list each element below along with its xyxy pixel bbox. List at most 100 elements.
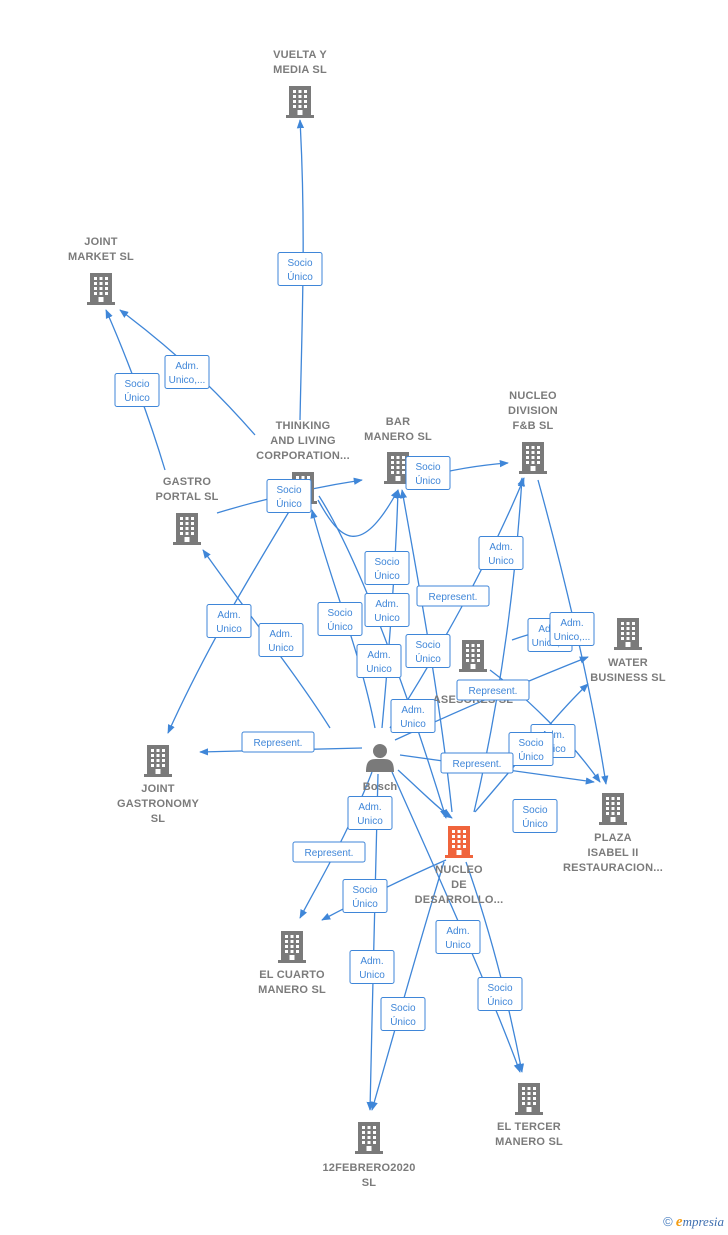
node-label: RESTAURACION... (563, 862, 663, 874)
building-icon (459, 640, 487, 672)
relation-text: Único (287, 270, 313, 283)
relation-label-r22[interactable]: Represent. (440, 752, 514, 774)
relation-text: Único (522, 817, 548, 830)
node-label: NUCLEO (509, 390, 557, 402)
relation-box (512, 799, 558, 833)
relation-box (477, 977, 523, 1011)
relation-box (390, 699, 436, 733)
relation-label-r27[interactable]: Adm.Unico (435, 920, 481, 954)
node-label: Bosch (363, 781, 398, 793)
node-label: GASTRONOMY (117, 798, 200, 810)
node-label: SL (151, 813, 166, 825)
node-label: JOINT (84, 236, 117, 248)
node-label: EL CUARTO (259, 969, 325, 981)
relation-text: Unico (216, 624, 242, 635)
relation-label-r25[interactable]: Represent. (292, 841, 366, 863)
footer-brand[interactable]: © empresia (663, 1214, 724, 1231)
relation-box (478, 536, 524, 570)
node-label: GASTRO (163, 476, 211, 488)
relation-box (114, 373, 160, 407)
relation-label-r10[interactable]: Adm.Unico (364, 593, 410, 627)
node-label: MANERO SL (364, 431, 432, 443)
node-label: VUELTA Y (273, 49, 327, 61)
relation-text: Adm. (560, 618, 583, 629)
relation-text: Unico (374, 613, 400, 624)
node-joint_market[interactable]: JOINT MARKET SL (68, 236, 134, 305)
relation-text: Unico (268, 643, 294, 654)
relation-label-r14[interactable]: Adm.Unico (356, 644, 402, 678)
relation-box (405, 634, 451, 668)
node-label: 12FEBRERO2020 (322, 1162, 415, 1174)
building-icon (173, 513, 201, 545)
edge-thinking-to-nucleo_des (318, 495, 448, 819)
edge-bosch-to-nucleo_des (397, 769, 453, 819)
node-nucleo_des[interactable]: NUCLEODEDESARROLLO... (415, 826, 504, 906)
relation-label-r6[interactable]: Adm.Unico (478, 536, 524, 570)
relation-label-r28[interactable]: Adm.Unico (349, 950, 395, 984)
relation-text: Adm. (489, 542, 512, 553)
relation-box (435, 920, 481, 954)
relation-label-r17[interactable]: Represent. (456, 679, 530, 701)
relation-box (241, 731, 315, 753)
relation-text: Socio (276, 485, 301, 496)
relation-box (277, 252, 323, 286)
relation-text: Represent. (254, 738, 303, 749)
building-icon (355, 1122, 383, 1154)
node-label: PORTAL SL (155, 491, 218, 503)
relation-label-r18[interactable]: Adm.Unico (390, 699, 436, 733)
node-bosch[interactable]: Bosch (363, 744, 398, 793)
relation-text: Único (327, 620, 353, 633)
relation-text: Unico (366, 664, 392, 675)
relation-text: Socio (518, 738, 543, 749)
relation-label-r12[interactable]: Adm.Unico (258, 623, 304, 657)
relation-label-r19[interactable]: Represent. (241, 731, 315, 753)
relation-text: Adm. (217, 610, 240, 621)
copyright-symbol: © (663, 1214, 673, 1229)
node-label: MARKET SL (68, 251, 134, 263)
relation-text: Socio (327, 608, 352, 619)
relation-label-r2[interactable]: Adm.Unico,... (164, 355, 210, 389)
node-label: ISABEL II (587, 847, 638, 859)
relation-text: Único (352, 897, 378, 910)
relation-text: Socio (415, 640, 440, 651)
relation-label-r15[interactable]: Adm.Unico,... (549, 612, 595, 646)
node-label: NUCLEO (435, 864, 483, 876)
person-icon (366, 744, 394, 772)
relation-text: Represent. (469, 686, 518, 697)
node-label: F&B SL (513, 420, 554, 432)
relation-label-r24[interactable]: Adm.Unico (347, 796, 393, 830)
relation-text: Unico,... (169, 375, 206, 386)
building-icon (278, 931, 306, 963)
edge-nucleo_des-to-tercer (465, 861, 525, 1073)
relation-box (356, 644, 402, 678)
relation-label-r8[interactable]: Adm. Unico (206, 604, 252, 638)
node-gastro_portal[interactable]: GASTRO PORTAL SL (155, 476, 218, 545)
relation-label-r9[interactable]: Represent. (416, 585, 490, 607)
relation-box (440, 752, 514, 774)
relation-text: Unico (359, 970, 385, 981)
relation-box (416, 585, 490, 607)
building-icon (286, 86, 314, 118)
